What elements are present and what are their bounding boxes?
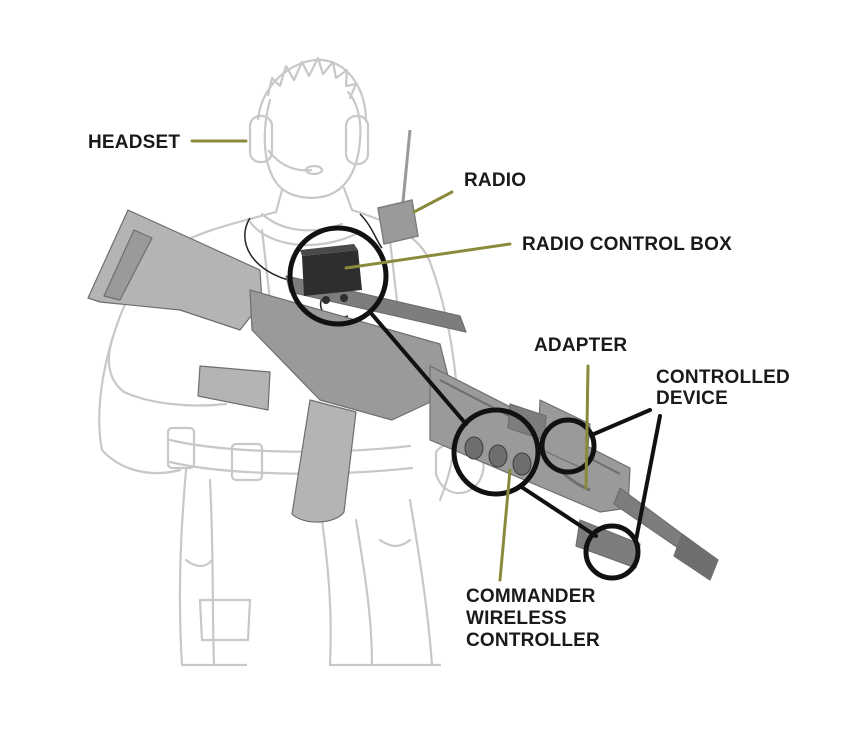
leader-radio [412, 190, 454, 214]
headset-gear [248, 58, 370, 176]
rifle [87, 209, 719, 581]
radio-control-box-device [300, 244, 362, 304]
label-commander-line1: COMMANDER [466, 586, 596, 607]
label-headset: HEADSET [88, 132, 180, 153]
label-commander-line3: CONTROLLER [466, 630, 600, 651]
callout-circles [287, 225, 641, 581]
controller-buttons [464, 436, 532, 476]
label-controlled-device-line1: CONTROLLED [656, 367, 790, 388]
leader-radio-control-box [344, 242, 512, 270]
callout-circle-controller [451, 407, 541, 497]
leader-adapter [584, 364, 590, 490]
label-radio-control-box: RADIO CONTROL BOX [522, 234, 732, 255]
label-commander-line2: WIRELESS [466, 608, 567, 629]
black-leaders [368, 310, 662, 542]
label-adapter: ADAPTER [534, 335, 627, 356]
olive-leaders [190, 139, 590, 582]
label-controlled-device-line2: DEVICE [656, 388, 728, 409]
radio-unit [377, 129, 419, 245]
callout-circle-controlled-device-lower [583, 523, 641, 581]
callout-circle-radio-control-box [287, 225, 389, 327]
callout-circle-controlled-device-upper [539, 417, 597, 475]
leader-commander [498, 468, 512, 582]
label-radio: RADIO [464, 170, 526, 191]
